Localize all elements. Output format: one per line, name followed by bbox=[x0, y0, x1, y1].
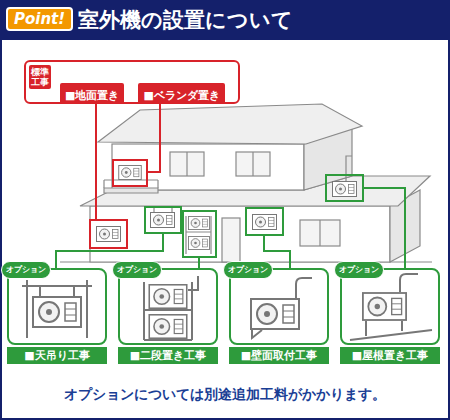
leader-line bbox=[95, 102, 97, 220]
option-panel: オプション■二段置き工事 bbox=[118, 268, 218, 345]
leader-line bbox=[363, 188, 405, 268]
upper-wall bbox=[112, 144, 304, 190]
window bbox=[170, 152, 204, 176]
balcony-post bbox=[157, 180, 158, 188]
highlight-box bbox=[326, 175, 363, 201]
option-name: ■二段置き工事 bbox=[118, 347, 218, 364]
label-text: ■ベランダ置き bbox=[143, 89, 219, 102]
page-title: 室外機の設置について bbox=[78, 7, 293, 33]
window-frame bbox=[252, 152, 253, 176]
label-text: ■地面置き bbox=[65, 89, 119, 102]
standard-item-label: ■地面置き bbox=[60, 83, 124, 104]
ac-unit bbox=[149, 315, 187, 338]
leader-line bbox=[147, 102, 160, 172]
ac-unit bbox=[149, 285, 187, 308]
stack-rack bbox=[186, 216, 211, 254]
window-frame bbox=[319, 220, 320, 246]
window bbox=[236, 152, 270, 176]
option-name: ■屋根置き工事 bbox=[340, 347, 440, 364]
standard-work-group: 標準工事 ■地面置き ■ベランダ置き bbox=[24, 60, 240, 104]
group-tab: 標準工事 bbox=[29, 65, 51, 89]
highlight-box bbox=[246, 208, 283, 235]
option-tag: オプション bbox=[334, 261, 384, 279]
standard-item-label: ■ベランダ置き bbox=[138, 83, 224, 104]
ac-unit bbox=[33, 297, 81, 327]
ac-unit bbox=[119, 165, 142, 179]
ac-unit bbox=[251, 299, 299, 329]
balcony-floor bbox=[104, 188, 158, 193]
roof-stand bbox=[350, 274, 432, 340]
leader-line bbox=[198, 257, 200, 268]
upper-roof bbox=[98, 104, 362, 144]
ceiling-frame bbox=[22, 280, 92, 338]
point-badge: Point! bbox=[6, 7, 73, 31]
window bbox=[300, 220, 340, 246]
option-name: ■壁面取付工事 bbox=[229, 347, 329, 364]
ac-unit bbox=[253, 215, 277, 230]
ac-unit bbox=[333, 182, 357, 197]
option-tag: オプション bbox=[1, 261, 51, 279]
window-frame bbox=[186, 152, 187, 176]
ac-unit bbox=[189, 236, 210, 249]
option-tag: オプション bbox=[112, 261, 162, 279]
stack-rack bbox=[144, 276, 198, 340]
highlight-box bbox=[183, 211, 216, 257]
caption: オプションについては別途追加工料がかかります。 bbox=[0, 384, 450, 404]
house bbox=[60, 104, 432, 262]
ac-unit bbox=[363, 293, 406, 320]
option-panel: オプション■屋根置き工事 bbox=[340, 268, 440, 345]
door bbox=[222, 218, 240, 262]
ac-unit bbox=[97, 227, 121, 242]
balcony-post bbox=[103, 180, 104, 188]
ac-unit bbox=[151, 213, 175, 228]
pipe bbox=[346, 156, 352, 181]
option-name: ■天吊り工事 bbox=[7, 347, 107, 364]
ac-unit bbox=[189, 216, 210, 229]
option-panel: オプション■天吊り工事 bbox=[7, 268, 107, 345]
wall-bracket bbox=[252, 278, 312, 338]
option-panel: オプション■壁面取付工事 bbox=[229, 268, 329, 345]
lower-wall bbox=[90, 206, 390, 262]
header-bar bbox=[0, 0, 450, 40]
option-tag: オプション bbox=[223, 261, 273, 279]
highlight-box bbox=[145, 207, 181, 233]
highlight-box bbox=[90, 220, 127, 248]
highlight-box bbox=[113, 160, 147, 186]
